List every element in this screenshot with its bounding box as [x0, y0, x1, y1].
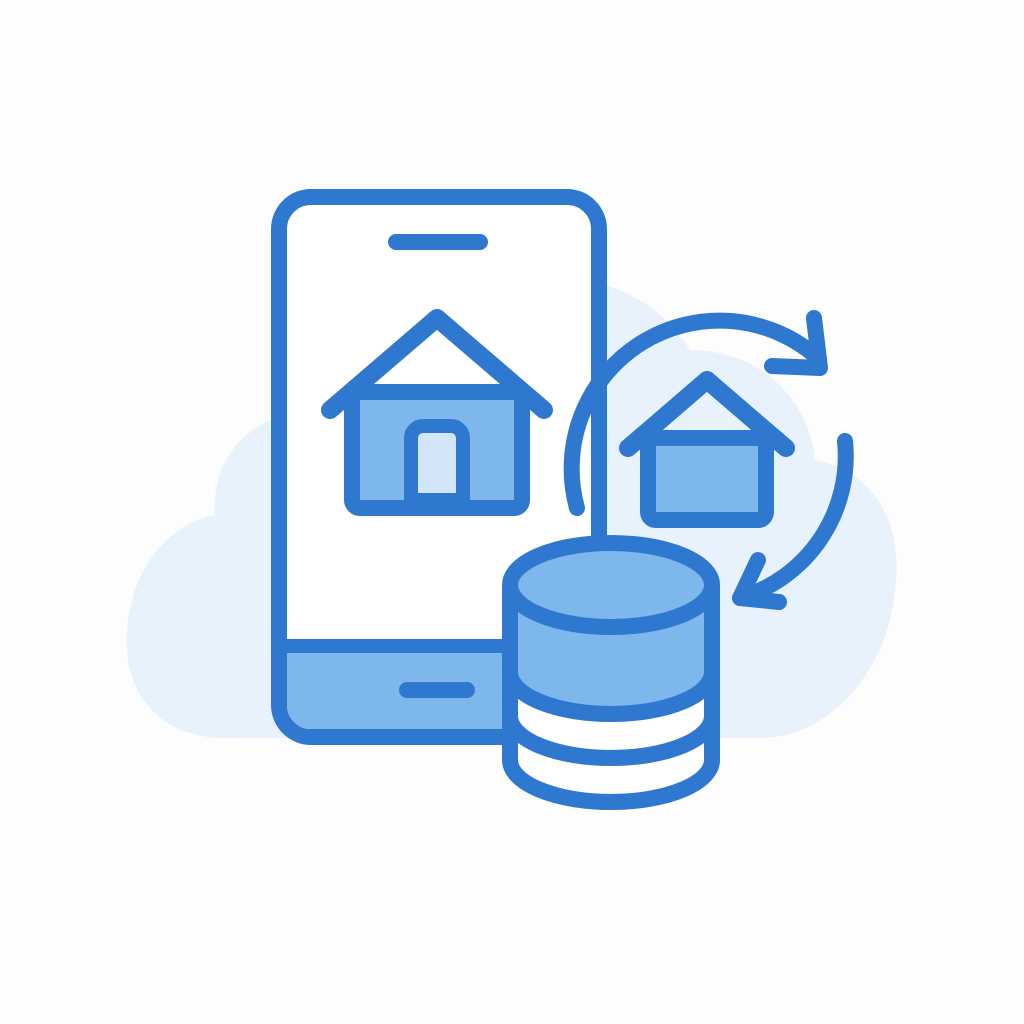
sync-arrows-icon — [563, 310, 854, 610]
database-icon — [502, 535, 720, 810]
house-icon — [321, 309, 553, 516]
door — [404, 419, 470, 507]
house-icon — [619, 371, 795, 528]
database-top — [502, 535, 720, 635]
